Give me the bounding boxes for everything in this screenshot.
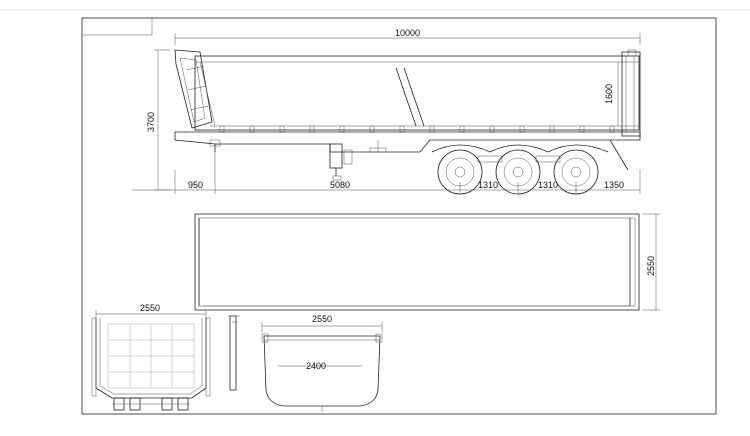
dim-section-height: 2400 xyxy=(306,361,326,371)
body-section-view: 2550 2400 xyxy=(261,314,383,412)
drawing-frame xyxy=(0,9,750,415)
side-view: 10000 3700 1600 xyxy=(132,28,641,195)
dim-section-width: 2550 xyxy=(312,314,332,324)
dim-overall-length: 10000 xyxy=(395,28,420,38)
dim-front-overhang: 950 xyxy=(188,180,203,190)
dim-axle-spacing-1: 1310 xyxy=(478,180,498,190)
dim-overall-height: 3700 xyxy=(146,112,156,132)
dim-rear-view-width: 2550 xyxy=(140,303,160,313)
rear-view: 2550 xyxy=(91,303,240,411)
dim-rear-overhang: 1350 xyxy=(604,180,624,190)
dim-top-view-width: 2550 xyxy=(646,256,656,276)
wheels xyxy=(437,149,599,195)
body-ribs xyxy=(219,125,615,133)
top-view: 2550 xyxy=(194,213,660,311)
dim-kingpin-to-axle: 5080 xyxy=(330,180,350,190)
dim-axle-spacing-2: 1310 xyxy=(538,180,558,190)
dim-body-height: 1600 xyxy=(604,84,614,104)
